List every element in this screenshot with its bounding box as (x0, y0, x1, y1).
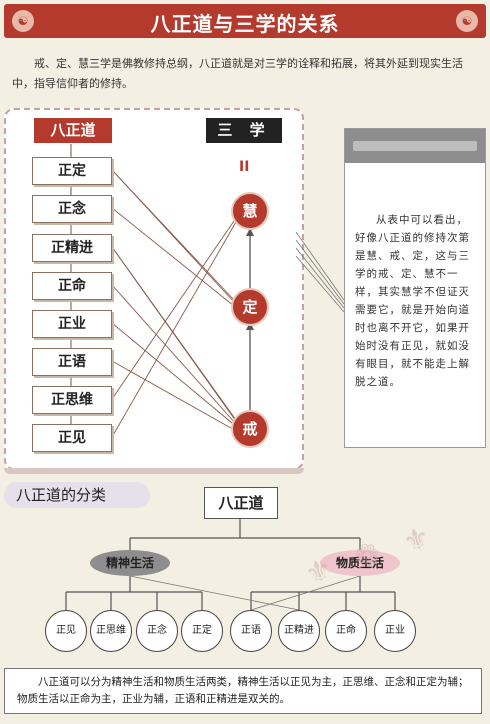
eightfold-item: 正命 (32, 272, 112, 300)
leaf-node: 正思维 (90, 610, 132, 652)
leaf-node: 正命 (325, 610, 367, 652)
classification-note: 八正道可以分为精神生活和物质生活两类，精神生活以正见为主，正思维、正念和正定为辅… (4, 668, 482, 714)
learning-wisdom: 慧 (231, 192, 269, 230)
section-title-classification: 八正道的分类 (4, 482, 150, 508)
eightfold-item: 正定 (32, 157, 112, 185)
sidebar-note: 从表中可以看出，好像八正道的修持次第是慧、戒、定，这与三学的戒、定、慧不一样，其… (344, 128, 486, 448)
category-spiritual: 精神生活 (90, 550, 170, 576)
learning-precepts: 戒 (231, 410, 269, 448)
learning-concentration: 定 (231, 288, 269, 326)
tree-root: 八正道 (204, 487, 278, 519)
eightfold-item: 正业 (32, 310, 112, 338)
title-banner: ☯ 八正道与三学的关系 ☯ (4, 4, 486, 38)
leaf-node: 正定 (181, 610, 223, 652)
leaf-node: 正念 (136, 610, 178, 652)
equals-sign: II (239, 159, 250, 175)
eightfold-item: 正思维 (32, 386, 112, 414)
decor-right-icon: ☯ (456, 10, 478, 32)
leaf-node: 正业 (374, 610, 416, 652)
three-learnings-header: 三 学 (206, 118, 282, 143)
eightfold-item: 正念 (32, 195, 112, 223)
eightfold-item: 正精进 (32, 234, 112, 262)
leaf-node: 正精进 (278, 610, 320, 652)
leaf-node: 正见 (45, 610, 87, 652)
intro-text: 戒、定、慧三学是佛教修持总纲，八正道就是对三学的诠释和拓展，将其外延到现实生活中… (12, 57, 463, 90)
category-material: 物质生活 (320, 550, 400, 576)
sidebar-text: 从表中可以看出，好像八正道的修持次第是慧、戒、定，这与三学的戒、定、慧不一样，其… (355, 214, 470, 388)
leaf-node: 正语 (230, 610, 272, 652)
eightfold-item: 正语 (32, 348, 112, 376)
page-title: 八正道与三学的关系 (150, 12, 340, 36)
eightfold-item: 正见 (32, 424, 112, 452)
eightfold-header: 八正道 (34, 118, 112, 143)
decor-left-icon: ☯ (12, 10, 34, 32)
